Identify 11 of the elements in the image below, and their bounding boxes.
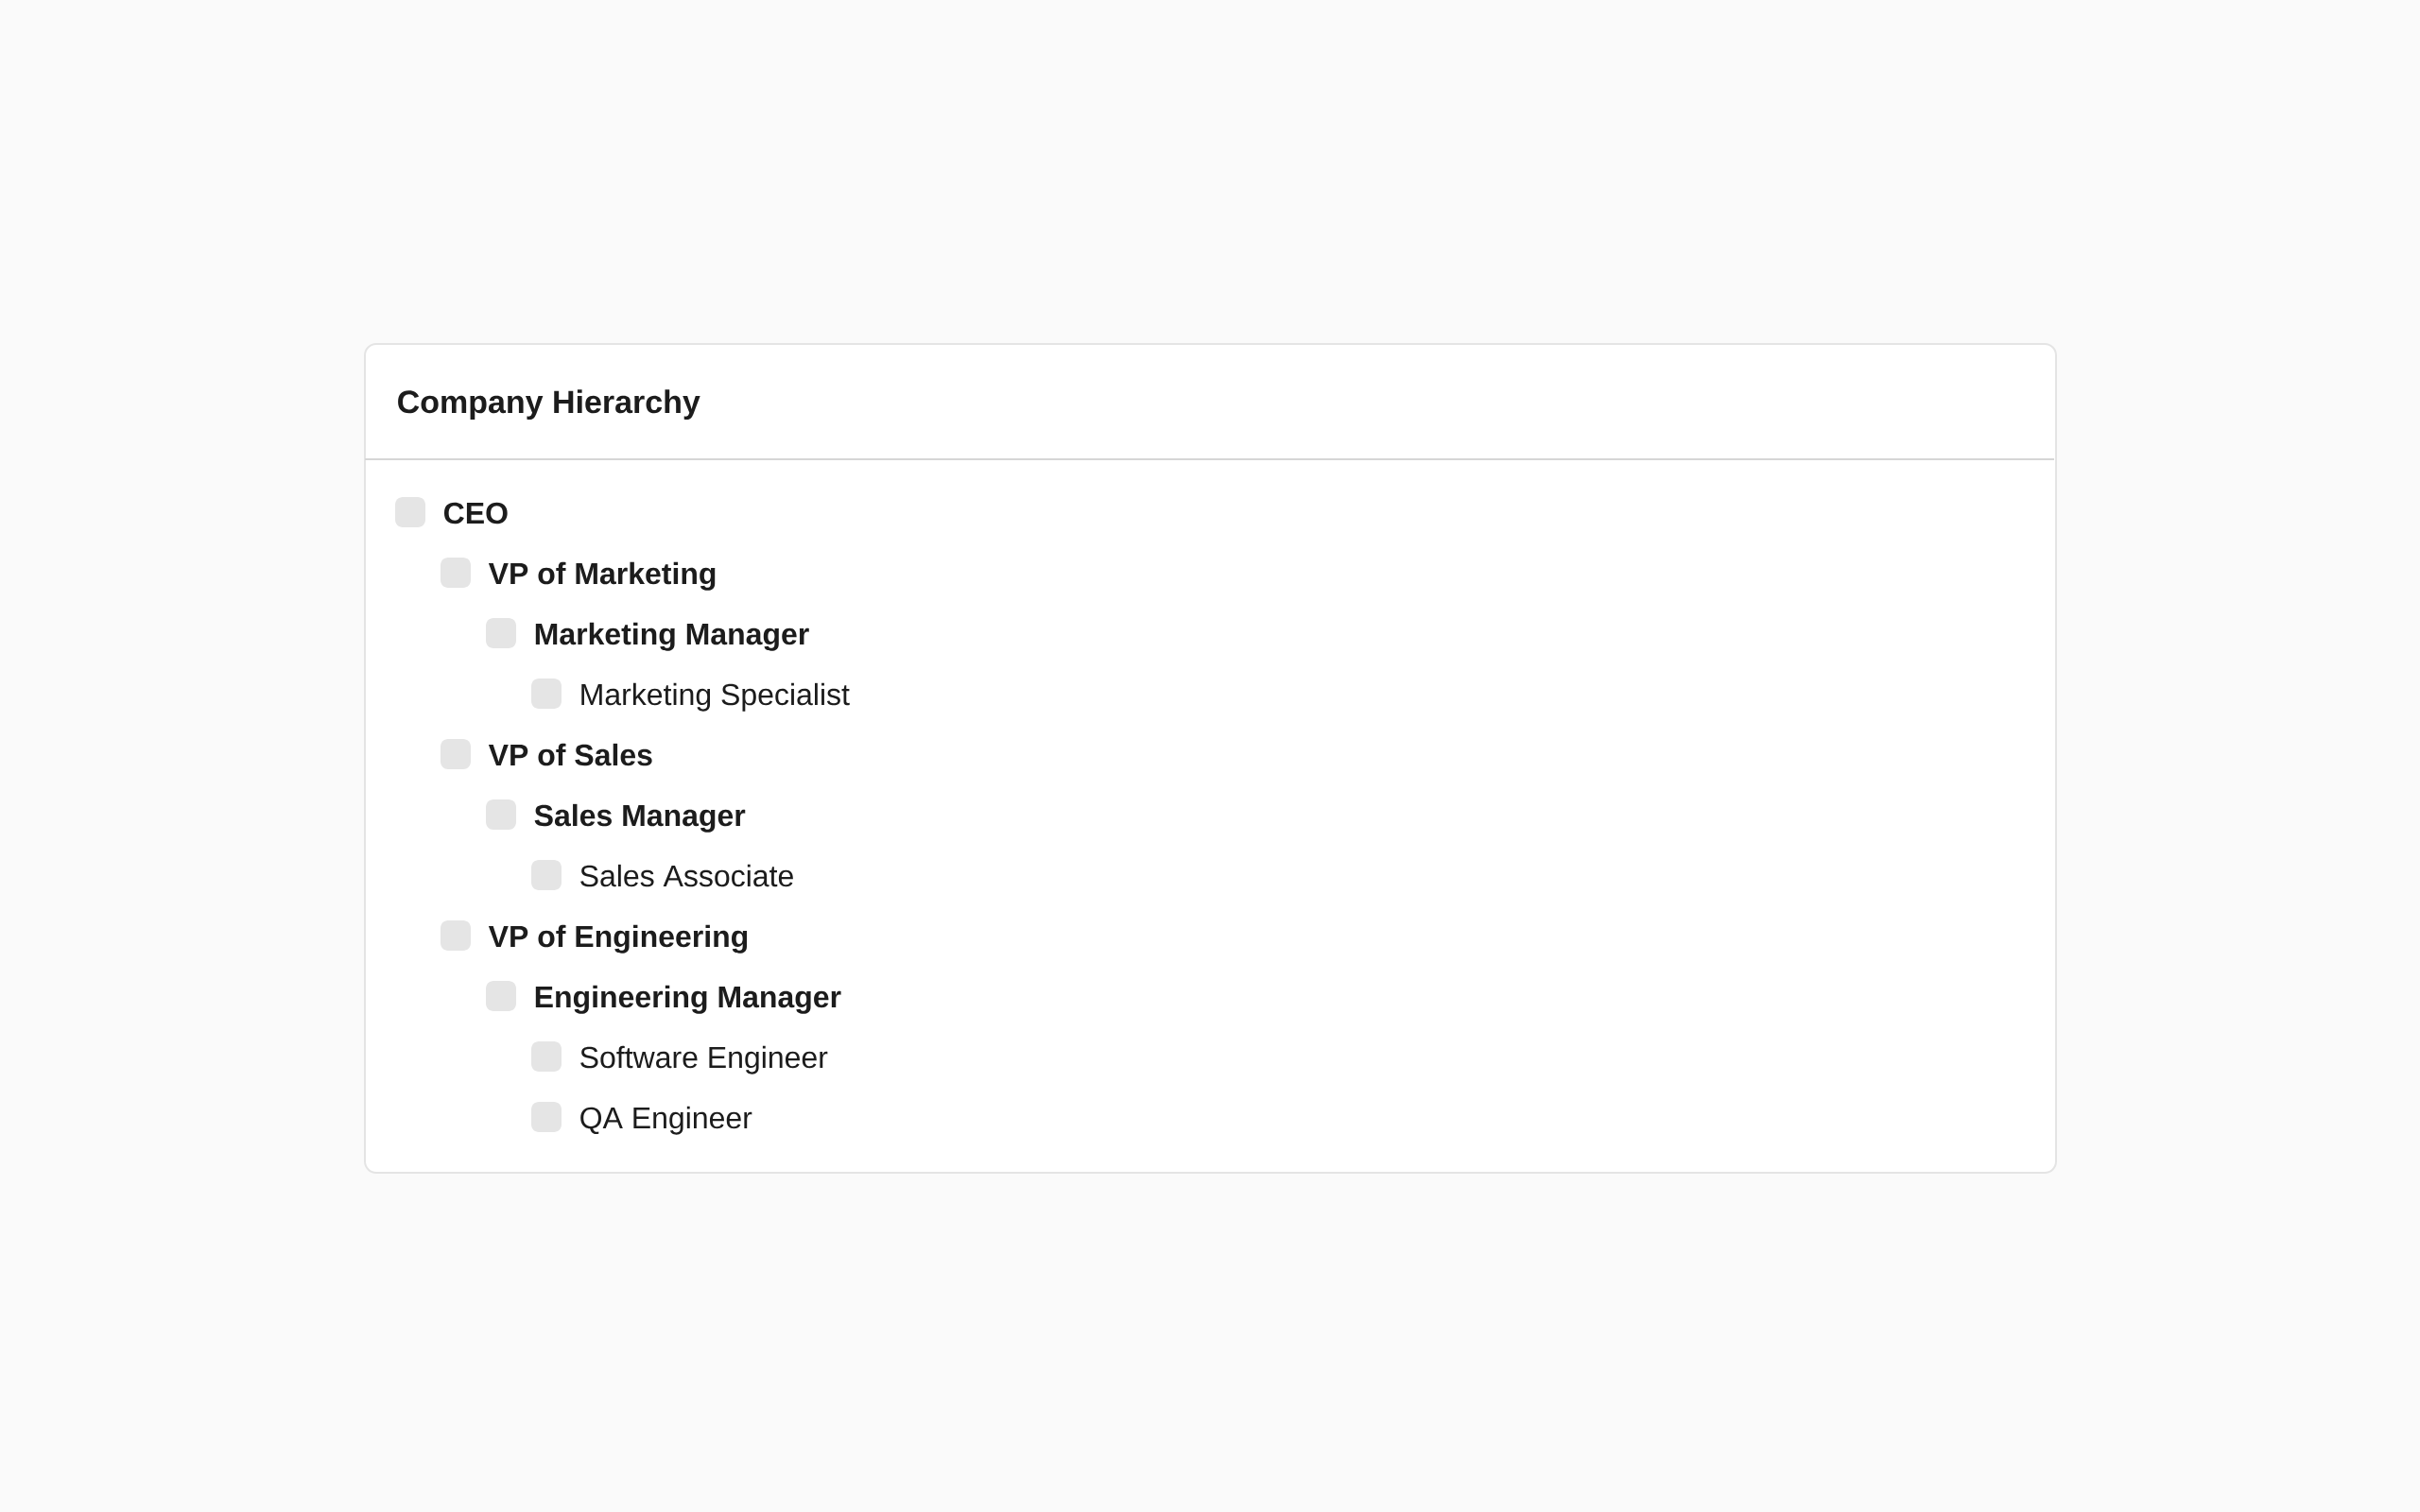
tree-item: VP of Engineering [488,924,748,954]
tree-item: Software Engineer [580,1045,828,1074]
tree-item: CEO [444,502,508,524]
tree-item: Marketing Specialist [581,682,850,712]
tree-item: Sales Manager [534,803,746,833]
tree-item: QA Engineer [580,1106,752,1135]
tree-item: VP of Marketing [488,561,716,591]
tree-item: Engineering Manager [535,985,841,1014]
tree-item: Marketing Manager [535,622,809,651]
tree-item: Sales Associate [580,864,793,887]
tree-item: VP of Sales [488,743,652,766]
